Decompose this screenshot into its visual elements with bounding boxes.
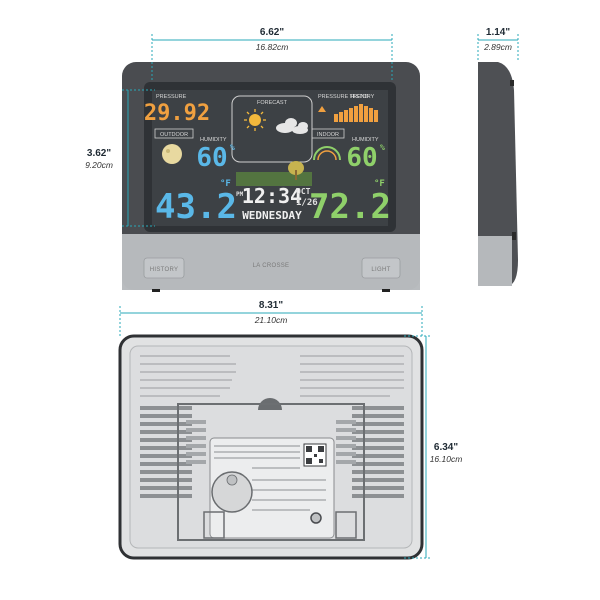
outdoor-label: OUTDOOR [160,132,188,138]
outdoor-label-box [154,128,194,139]
front-view: PRESSURE 29.92 FORECAST PRESSURE TREND H… [85,27,420,292]
pressure-history-bars [334,104,378,122]
light-button[interactable] [361,257,401,279]
lcd-screen [152,90,388,226]
outdoor-humidity-label: HUMIDITY [200,137,227,143]
qr-code-icon [303,443,327,467]
stand-frame [177,403,365,541]
front-width-dimension [151,34,393,80]
indoor-label: INDOOR [317,132,339,138]
stand-vents-inner [186,420,356,464]
indoor-humidity-label: HUMIDITY [352,137,379,143]
sun-icon [249,114,261,126]
side-view: 1.14" 2.89cm [477,27,519,286]
trend-label: PRESSURE TREND [318,94,369,100]
time-display: 12:34 [242,184,302,208]
grass-scene-icon [236,161,312,186]
back-width-dimension [119,306,423,338]
vent-left [140,406,192,498]
front-height-value: 3.62" [87,148,111,159]
bottom-clip-right [335,511,357,539]
history-graph-label: HISTORY [350,94,375,100]
weekday-display: WEDNESDAY [242,209,302,222]
battery-icon [226,474,238,486]
back-height-value: 6.34" [434,442,458,453]
outdoor-humidity-unit: % [230,143,235,152]
battery-compartment [211,471,253,513]
history-button-label: HISTORY [150,267,179,273]
date-month: OCT [296,187,311,196]
outdoor-temp: 43.2 [155,187,237,227]
bottom-clip-left [203,511,225,539]
side-depth-dimension [477,34,519,60]
pressure-label: PRESSURE [156,94,187,100]
outdoor-humidity: 60 [196,143,227,173]
indoor-label-box [311,128,345,139]
label-text-lines [214,445,326,511]
back-height-metric: 16.10cm [430,454,463,464]
back-width-value: 8.31" [259,300,283,311]
indoor-temp: 72.2 [309,187,391,227]
foot-left [152,289,160,292]
front-metal-strip-bottom [122,234,420,290]
am-pm: PM [236,191,244,198]
front-width-value: 6.62" [260,27,284,38]
side-depth-metric: 2.89cm [483,42,512,52]
back-height-dimension [404,335,432,559]
indoor-humidity: 60 [346,143,377,173]
reset-button[interactable] [310,512,322,524]
indoor-temp-unit: °F [374,179,385,189]
instruction-text-lines [140,355,404,397]
moon-icon [162,144,182,164]
sun-rays-icon [244,109,266,131]
date-day: 1/26 [296,198,318,208]
side-depth-value: 1.14" [486,27,510,38]
back-width-metric: 21.10cm [254,315,288,325]
foot-right [382,289,390,292]
front-height-metric: 9.20cm [85,160,113,170]
front-width-metric: 16.82cm [256,42,289,52]
outdoor-temp-unit: °F [220,179,231,189]
pressure-value: 29.92 [144,101,210,126]
back-view: 8.31" 21.10cm 6.34" 16.10cm [118,300,463,560]
side-port-bottom [512,232,516,240]
moon-crater [166,149,170,153]
front-height-dimension [122,89,155,227]
indoor-humidity-unit: % [380,143,385,152]
side-metal-strip [478,236,512,286]
forecast-label: FORECAST [257,100,288,106]
brand-logo: LA CROSSE [253,263,290,269]
cloud-icon [276,118,308,134]
comfort-gauge-icon [313,146,341,161]
vent-right [352,406,404,498]
trend-arrow-icon [318,106,326,112]
history-button[interactable] [143,257,185,279]
side-body [478,62,518,286]
light-button-label: LIGHT [371,267,390,273]
label-plate [209,437,335,539]
side-port [510,80,514,86]
